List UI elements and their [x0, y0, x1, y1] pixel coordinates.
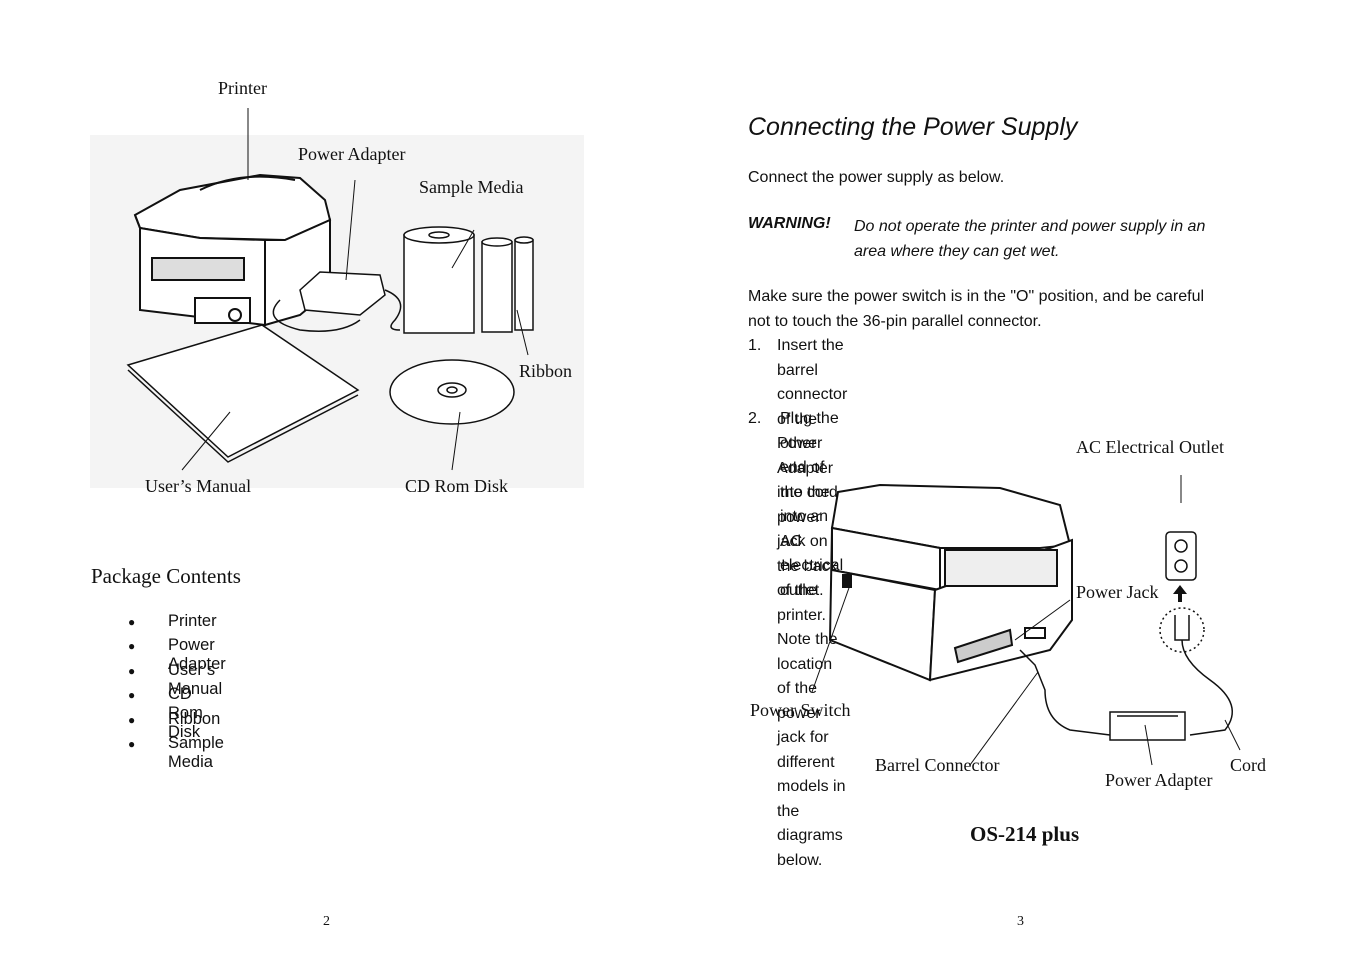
sample-media-illustration [403, 226, 475, 334]
warning-text: Do not operate the printer and power sup… [854, 218, 1206, 260]
precaution-text: Make sure the power switch is in the "O"… [748, 288, 1205, 330]
printer-rear-illustration [828, 483, 1073, 682]
up-arrow-icon [1173, 585, 1187, 602]
section-title: Connecting the Power Supply [748, 113, 1078, 141]
intro-text: Connect the power supply as below. [748, 169, 1005, 186]
page-number-left: 2 [323, 914, 330, 929]
power-cord-illustration [1019, 615, 1233, 741]
package-contents-title: Package Contents [91, 564, 241, 588]
users-manual-illustration [126, 324, 360, 463]
ac-outlet-illustration [1159, 531, 1205, 653]
label-power-switch: Power Switch [750, 700, 851, 720]
label-barrel-connector: Barrel Connector [875, 755, 1000, 775]
label-power-adapter: Power Adapter [298, 144, 406, 164]
page-number-right: 3 [1017, 914, 1024, 929]
label-printer: Printer [218, 78, 267, 98]
label-users-manual: User’s Manual [145, 476, 252, 496]
model-name: OS-214 plus [970, 822, 1080, 846]
label-power-adapter-right: Power Adapter [1105, 770, 1213, 790]
warning-label: WARNING! [748, 215, 831, 232]
label-cord: Cord [1230, 755, 1266, 775]
label-ac-outlet: AC Electrical Outlet [1076, 437, 1224, 457]
label-sample-media: Sample Media [419, 177, 524, 197]
label-power-jack: Power Jack [1076, 582, 1159, 602]
label-ribbon: Ribbon [519, 361, 573, 381]
printer-illustration [133, 173, 332, 327]
power-adapter-illustration [272, 271, 402, 332]
ribbon-illustration [481, 236, 534, 333]
label-cd-rom-disk: CD Rom Disk [405, 476, 509, 496]
cd-rom-illustration [389, 359, 515, 425]
